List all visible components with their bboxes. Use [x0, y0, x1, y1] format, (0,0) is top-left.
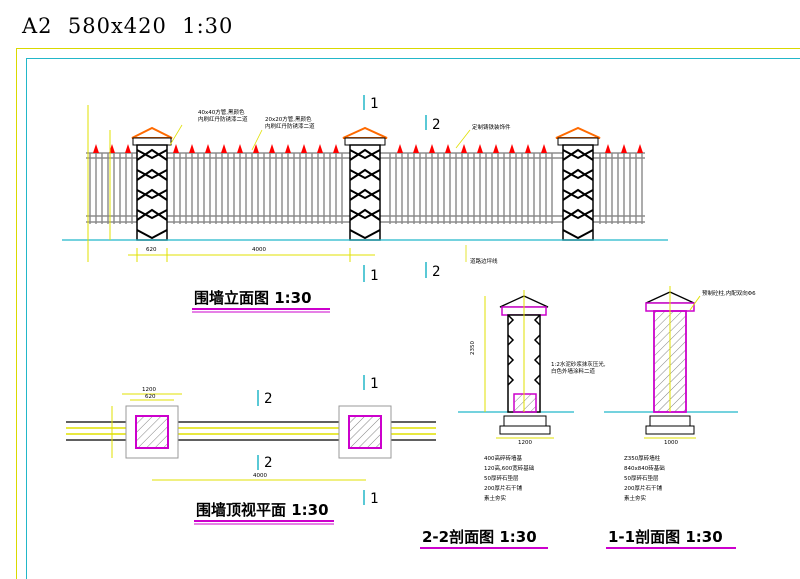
- fence-spike: [301, 144, 307, 153]
- fence-spike: [173, 144, 179, 153]
- annotation: 定制铸铁装饰件: [472, 123, 511, 131]
- section-mark: 1: [370, 96, 378, 112]
- fence-spike: [445, 144, 451, 153]
- section-mark: 2: [432, 117, 440, 133]
- elevation-dimensions: [87, 105, 375, 262]
- plan-pier: [338, 405, 392, 459]
- dim-pier-width: 620: [146, 247, 157, 253]
- fence-spike: [125, 144, 131, 153]
- fence-spike: [189, 144, 195, 153]
- annotation: 预制砼柱,内配双向Φ6: [702, 289, 756, 297]
- fence-spike: [605, 144, 611, 153]
- layer-note: 400高碎砖墙基: [484, 454, 522, 462]
- fence-spike: [253, 144, 259, 153]
- layer-note: 840x840砖基础: [624, 464, 665, 472]
- drawing-frame-outer: [16, 48, 800, 579]
- elevation-title: 围墙立面图 1:30: [194, 289, 312, 307]
- annotation: 内刷红丹防锈漆二道: [265, 122, 315, 130]
- fence-spike: [637, 144, 643, 153]
- section-2-2-title: 2-2剖面图 1:30: [422, 528, 537, 546]
- dim-base: 1200: [518, 440, 532, 446]
- layer-note: 50厚碎石垫层: [624, 474, 659, 482]
- fence-pickets: [89, 153, 643, 224]
- layer-note: 200厚片石干铺: [624, 484, 662, 492]
- fence-spike: [461, 144, 467, 153]
- fence-spike: [205, 144, 211, 153]
- fence-spike: [477, 144, 483, 153]
- fence-spike: [333, 144, 339, 153]
- section-1-1-view: 1000 预制砼柱,内配双向Φ6 Z350厚砖墙柱 840x840砖基础 50厚…: [604, 286, 756, 549]
- fence-spike: [237, 144, 243, 153]
- section-2-2-view: 2350 1200 1:2水泥砂浆抹灰压光, 白色外墙涂料二道 400高碎砖墙基…: [420, 290, 606, 549]
- section-1-1-title: 1-1剖面图 1:30: [608, 528, 723, 546]
- layer-note: Z350厚砖墙柱: [624, 454, 661, 462]
- annotation: 道路边坪线: [470, 257, 498, 265]
- fence-spike: [413, 144, 419, 153]
- section-mark: 2: [264, 455, 272, 471]
- annotation: 20x20方管,黑颜色: [265, 115, 312, 123]
- dim-gap-width: 4000: [253, 473, 267, 479]
- fence-spike: [541, 144, 547, 153]
- pier: [342, 126, 388, 241]
- sheet-size-label: A2 580x420 1:30: [22, 14, 234, 38]
- layer-note: 50厚碎石垫层: [484, 474, 519, 482]
- annotation: 内刷红丹防锈漆二道: [198, 115, 248, 123]
- fence-spike: [317, 144, 323, 153]
- section-mark: 1: [370, 376, 378, 392]
- fence-spike: [493, 144, 499, 153]
- elevation-leaders: [169, 124, 471, 262]
- section-mark: 2: [264, 391, 272, 407]
- layer-note: 素土夯实: [484, 494, 507, 502]
- fence-spike: [429, 144, 435, 153]
- fence-spike: [621, 144, 627, 153]
- dim-gap-width: 4000: [252, 247, 266, 253]
- drawing-frame-inner: [26, 58, 800, 579]
- fence-spike: [525, 144, 531, 153]
- section-mark: 2: [432, 264, 440, 280]
- fence-spike: [397, 144, 403, 153]
- layer-note: 120高,600宽砖基础: [484, 464, 535, 472]
- pier: [131, 126, 173, 241]
- annotation: 1:2水泥砂浆抹灰压光,: [551, 360, 606, 368]
- fence-spike: [221, 144, 227, 153]
- pier: [555, 126, 601, 241]
- plan-view: 1200 620 4000 2 2 1 1 围墙顶视平面 1:30: [66, 375, 436, 525]
- layer-note: 200厚片石干铺: [484, 484, 522, 492]
- fence-spike: [509, 144, 515, 153]
- fence-spike: [93, 144, 99, 153]
- plan-pier: [125, 405, 179, 459]
- elevation-view: 620 4000 40x40方管,黑颜色 内刷红丹防锈漆二道 20x20方管,黑…: [62, 95, 668, 313]
- plan-title: 围墙顶视平面 1:30: [196, 501, 329, 519]
- section-mark: 1: [370, 268, 378, 284]
- section-mark: 1: [370, 491, 378, 507]
- fence-spike: [269, 144, 275, 153]
- annotation: 40x40方管,黑颜色: [198, 108, 245, 116]
- dim-pier-outer: 1200: [142, 387, 156, 393]
- layer-note: 素土夯实: [624, 494, 647, 502]
- fence-spike: [285, 144, 291, 153]
- annotation: 白色外墙涂料二道: [551, 367, 596, 375]
- dim-base: 1000: [664, 440, 678, 446]
- fence-spikes: [93, 144, 643, 153]
- dim-height: 2350: [470, 341, 476, 355]
- dim-pier-inner: 620: [145, 394, 156, 400]
